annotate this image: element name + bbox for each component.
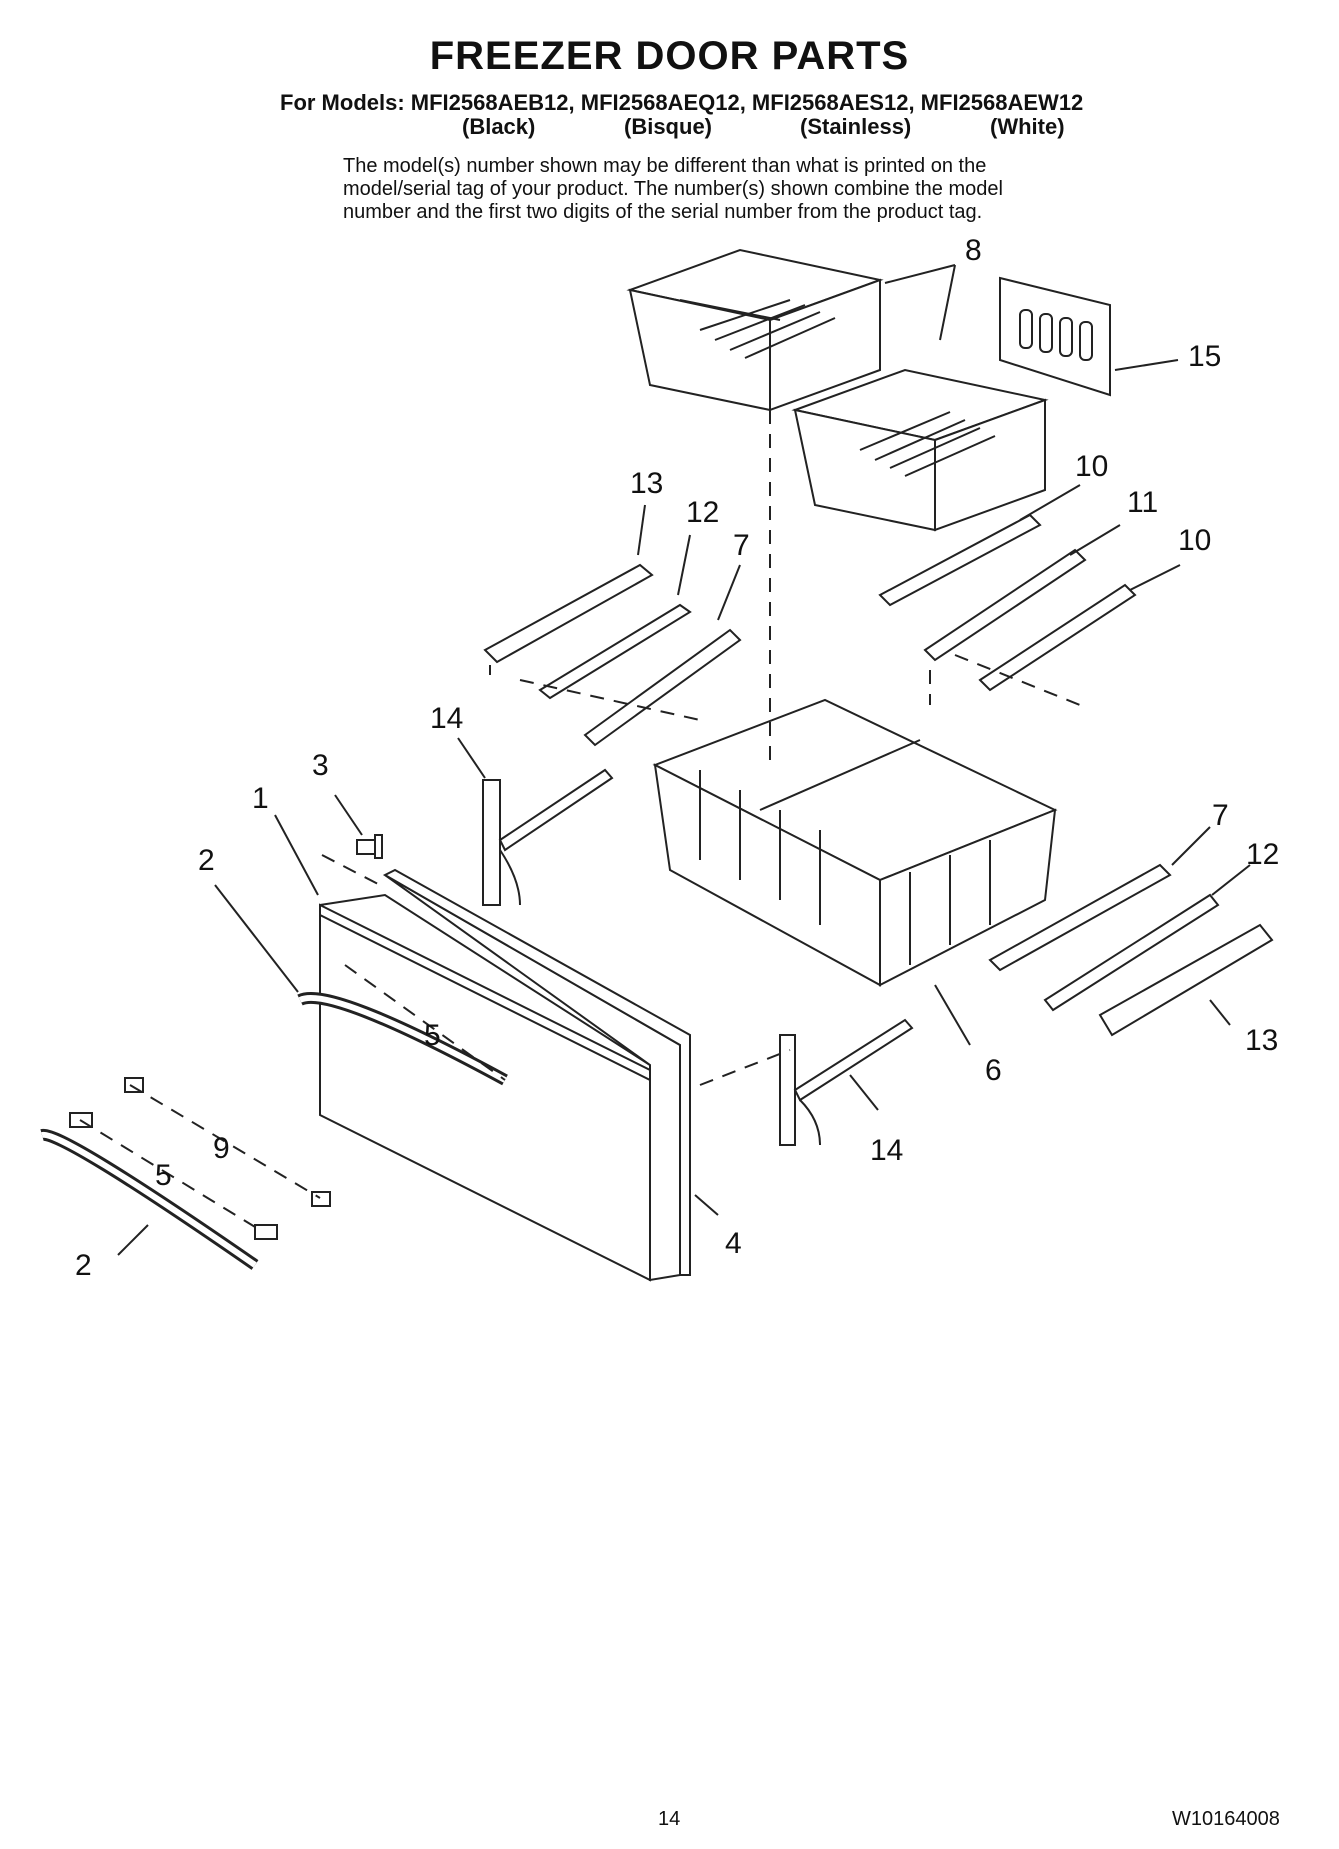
slide-12-right [1043,893,1220,1012]
callout-7b: 7 [1212,799,1229,832]
callout-1: 1 [252,782,269,815]
callout-4: 4 [725,1227,742,1260]
note-line: model/serial tag of your product. The nu… [343,178,1003,200]
note-line: number and the first two digits of the s… [343,201,983,223]
callout-3: 3 [312,749,329,782]
callout-7: 7 [733,529,750,562]
callout-5b: 5 [155,1159,172,1192]
color-black: (Black) [462,114,536,139]
callout-2b: 2 [75,1249,92,1282]
model-number-note: The model(s) number shown may be differe… [343,155,1123,224]
callout-2: 2 [198,844,215,877]
callout-14b: 14 [870,1134,903,1167]
callout-12b: 12 [1246,838,1279,871]
color-stainless: (Stainless) [800,114,912,139]
callout-12: 12 [686,496,719,529]
bracket-14-lower [779,1018,914,1146]
callout-9: 9 [213,1132,230,1165]
handle-2-door [297,991,508,1086]
slide-10-upper [878,513,1042,607]
callout-13b: 13 [1245,1024,1278,1057]
callout-5: 5 [424,1019,441,1052]
slide-13-left [483,563,654,675]
callout-6: 6 [985,1054,1002,1087]
spacer-9-lower [311,1191,331,1207]
handle-2-loose [40,1128,259,1270]
note-line: The model(s) number shown may be differe… [343,155,987,177]
callout-10b: 10 [1178,524,1211,557]
slide-7-left [583,628,742,747]
document-number: W10164008 [1172,1808,1280,1830]
door-panel-1 [319,874,681,1282]
divider-15 [999,276,1111,397]
lower-basket-6 [652,698,1058,987]
door-gasket-4 [382,868,691,1276]
assembly-dashes [79,410,1081,1231]
leader-lines [117,264,1251,1256]
callout-11: 11 [1127,486,1158,519]
callout-13: 13 [630,467,663,500]
page-title: FREEZER DOOR PARTS [429,34,910,78]
callout-10: 10 [1075,450,1108,483]
color-white: (White) [990,114,1065,139]
spacer-9-upper [124,1077,144,1093]
callout-8: 8 [965,234,982,267]
page-number: 14 [658,1808,681,1830]
callout-15: 15 [1188,340,1221,373]
screw-5-lower [254,1224,278,1240]
color-bisque: (Bisque) [624,114,712,139]
slide-10-lower [978,583,1137,692]
bracket-14-upper [482,768,614,906]
upper-basket-right [791,368,1049,532]
slide-11 [923,548,1087,662]
screw-3 [356,834,383,859]
slide-7-right [988,863,1172,972]
callout-14: 14 [430,702,463,735]
slide-13-right [1098,923,1274,1037]
slide-12-left [538,603,692,700]
upper-basket-left [626,248,884,412]
models-line: For Models: MFI2568AEB12, MFI2568AEQ12, … [280,90,1084,115]
